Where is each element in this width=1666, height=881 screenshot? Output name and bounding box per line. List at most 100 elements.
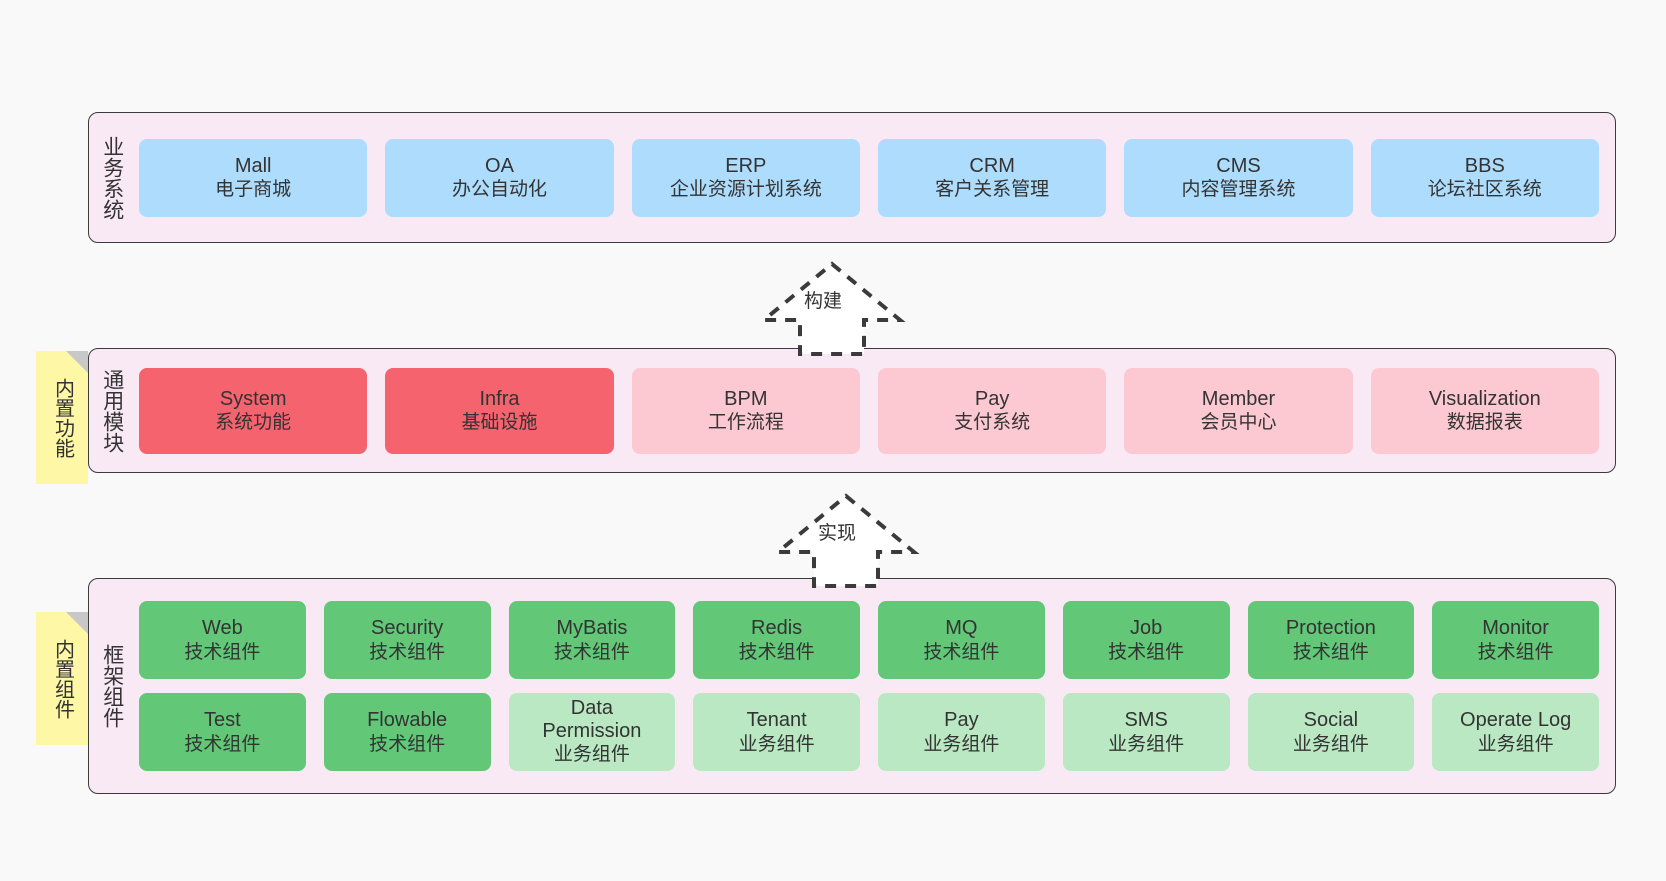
card-mall[interactable]: Mall 电子商城	[139, 138, 368, 217]
card-member-en: Member	[1201, 387, 1276, 410]
card-mall-cn: 电子商城	[215, 179, 292, 201]
layer-title-business-system: 业务系统	[100, 135, 124, 220]
layer-title-framework-components: 框架组件	[100, 644, 124, 728]
layer-body-framework-components: Web 技术组件 Security 技术组件 MyBatis 技术组件 Redi…	[135, 579, 1615, 793]
card-bpm-cn: 工作流程	[707, 412, 784, 434]
implement-arrow-shape	[772, 493, 920, 588]
card-test[interactable]: Test 技术组件	[139, 693, 306, 771]
implement-arrow: 实现	[766, 490, 926, 588]
build-arrow: 构建	[752, 258, 912, 356]
card-operate-log[interactable]: Operate Log 业务组件	[1432, 693, 1599, 771]
card-operate-log-en: Operate Log	[1460, 709, 1572, 732]
card-bpm-en: BPM	[724, 387, 768, 410]
card-web[interactable]: Web 技术组件	[139, 601, 306, 679]
note-builtin-components-label: 内置组件	[51, 638, 74, 719]
note-fold-icon	[66, 612, 88, 634]
card-infra-cn: 基础设施	[461, 412, 538, 434]
layer-body-business-system: Mall 电子商城 OA 办公自动化 ERP 企业资源计划系统 CRM 客户关系…	[135, 113, 1615, 242]
card-data-permission-en: Data Permission	[542, 697, 642, 743]
note-builtin-features-label: 内置功能	[51, 377, 74, 458]
card-cms-en: CMS	[1216, 154, 1261, 177]
card-pay-component[interactable]: Pay 业务组件	[878, 693, 1045, 771]
card-job[interactable]: Job 技术组件	[1062, 601, 1230, 679]
card-monitor-en: Monitor	[1482, 617, 1549, 640]
card-tenant[interactable]: Tenant 业务组件	[693, 693, 860, 771]
card-infra[interactable]: Infra 基础设施	[385, 367, 614, 454]
note-fold-icon	[66, 351, 88, 373]
card-pay-module[interactable]: Pay 支付系统	[877, 367, 1107, 454]
card-job-cn: 技术组件	[1108, 641, 1185, 663]
card-mq[interactable]: MQ 技术组件	[878, 601, 1045, 679]
card-monitor-cn: 技术组件	[1477, 641, 1554, 663]
layer-business-system[interactable]: 业务系统 Mall 电子商城 OA 办公自动化 ERP 企业资源计划系统 CRM…	[88, 112, 1616, 243]
card-mq-cn: 技术组件	[923, 641, 1000, 663]
card-redis-en: Redis	[751, 617, 803, 640]
card-mybatis-cn: 技术组件	[553, 641, 630, 663]
card-visualization-cn: 数据报表	[1446, 412, 1523, 434]
modules-card-row: System 系统功能 Infra 基础设施 BPM 工作流程 Pay 支付系统…	[139, 367, 1599, 454]
card-data-permission-cn: 业务组件	[553, 744, 630, 766]
card-redis[interactable]: Redis 技术组件	[693, 601, 860, 679]
card-mybatis[interactable]: MyBatis 技术组件	[508, 601, 676, 679]
card-security-cn: 技术组件	[369, 641, 446, 663]
card-social[interactable]: Social 业务组件	[1247, 693, 1415, 771]
card-bbs-en: BBS	[1464, 154, 1505, 177]
note-builtin-features[interactable]: 内置功能	[36, 351, 88, 484]
card-oa-en: OA	[485, 154, 514, 177]
card-crm[interactable]: CRM 客户关系管理	[877, 138, 1107, 217]
card-visualization-en: Visualization	[1428, 387, 1541, 410]
card-erp-en: ERP	[725, 154, 767, 177]
card-member-cn: 会员中心	[1200, 412, 1277, 434]
card-sms-en: SMS	[1124, 709, 1168, 732]
card-bbs[interactable]: BBS 论坛社区系统	[1370, 138, 1599, 217]
card-pay-module-cn: 支付系统	[954, 412, 1031, 434]
card-security-en: Security	[371, 617, 444, 640]
card-crm-en: CRM	[969, 154, 1015, 177]
card-system[interactable]: System 系统功能	[139, 367, 368, 454]
build-arrow-shape	[758, 261, 906, 356]
card-tenant-en: Tenant	[746, 709, 807, 732]
card-bpm[interactable]: BPM 工作流程	[631, 367, 860, 454]
card-monitor[interactable]: Monitor 技术组件	[1432, 601, 1599, 679]
framework-business-row: Test 技术组件 Flowable 技术组件 Data Permission …	[139, 693, 1599, 771]
card-member[interactable]: Member 会员中心	[1124, 367, 1353, 454]
card-protection-en: Protection	[1285, 617, 1376, 640]
build-arrow-label: 构建	[804, 291, 843, 312]
card-security[interactable]: Security 技术组件	[323, 601, 491, 679]
card-tenant-cn: 业务组件	[738, 733, 815, 755]
card-oa[interactable]: OA 办公自动化	[385, 138, 614, 217]
card-bbs-cn: 论坛社区系统	[1427, 179, 1542, 201]
card-redis-cn: 技术组件	[738, 641, 815, 663]
card-mybatis-en: MyBatis	[556, 617, 628, 640]
card-system-cn: 系统功能	[215, 412, 292, 434]
card-pay-component-cn: 业务组件	[923, 733, 1000, 755]
card-flowable[interactable]: Flowable 技术组件	[323, 693, 491, 771]
card-pay-component-en: Pay	[944, 709, 979, 732]
card-operate-log-cn: 业务组件	[1477, 733, 1554, 755]
card-erp-cn: 企业资源计划系统	[669, 179, 822, 201]
card-visualization[interactable]: Visualization 数据报表	[1370, 367, 1599, 454]
card-protection[interactable]: Protection 技术组件	[1247, 601, 1415, 679]
card-sms-cn: 业务组件	[1108, 733, 1185, 755]
framework-tech-row: Web 技术组件 Security 技术组件 MyBatis 技术组件 Redi…	[139, 601, 1599, 679]
card-mall-en: Mall	[234, 154, 272, 177]
card-erp[interactable]: ERP 企业资源计划系统	[631, 138, 860, 217]
card-data-permission[interactable]: Data Permission 业务组件	[508, 693, 676, 771]
card-cms[interactable]: CMS 内容管理系统	[1124, 138, 1353, 217]
layer-body-common-modules: System 系统功能 Infra 基础设施 BPM 工作流程 Pay 支付系统…	[135, 349, 1615, 472]
card-social-en: Social	[1303, 709, 1359, 732]
card-oa-cn: 办公自动化	[451, 179, 547, 201]
card-pay-module-en: Pay	[974, 387, 1010, 410]
card-system-en: System	[219, 387, 287, 410]
card-sms[interactable]: SMS 业务组件	[1062, 693, 1230, 771]
layer-framework-components[interactable]: 框架组件 Web 技术组件 Security 技术组件 MyBatis 技术组件…	[88, 578, 1616, 794]
card-infra-en: Infra	[479, 387, 520, 410]
layer-common-modules[interactable]: 通用模块 System 系统功能 Infra 基础设施 BPM 工作流程 Pay…	[88, 348, 1616, 473]
card-mq-en: MQ	[945, 617, 978, 640]
note-builtin-components[interactable]: 内置组件	[36, 612, 88, 745]
card-web-cn: 技术组件	[184, 641, 261, 663]
business-card-row: Mall 电子商城 OA 办公自动化 ERP 企业资源计划系统 CRM 客户关系…	[139, 138, 1599, 217]
card-web-en: Web	[201, 617, 243, 640]
card-flowable-en: Flowable	[367, 709, 448, 732]
